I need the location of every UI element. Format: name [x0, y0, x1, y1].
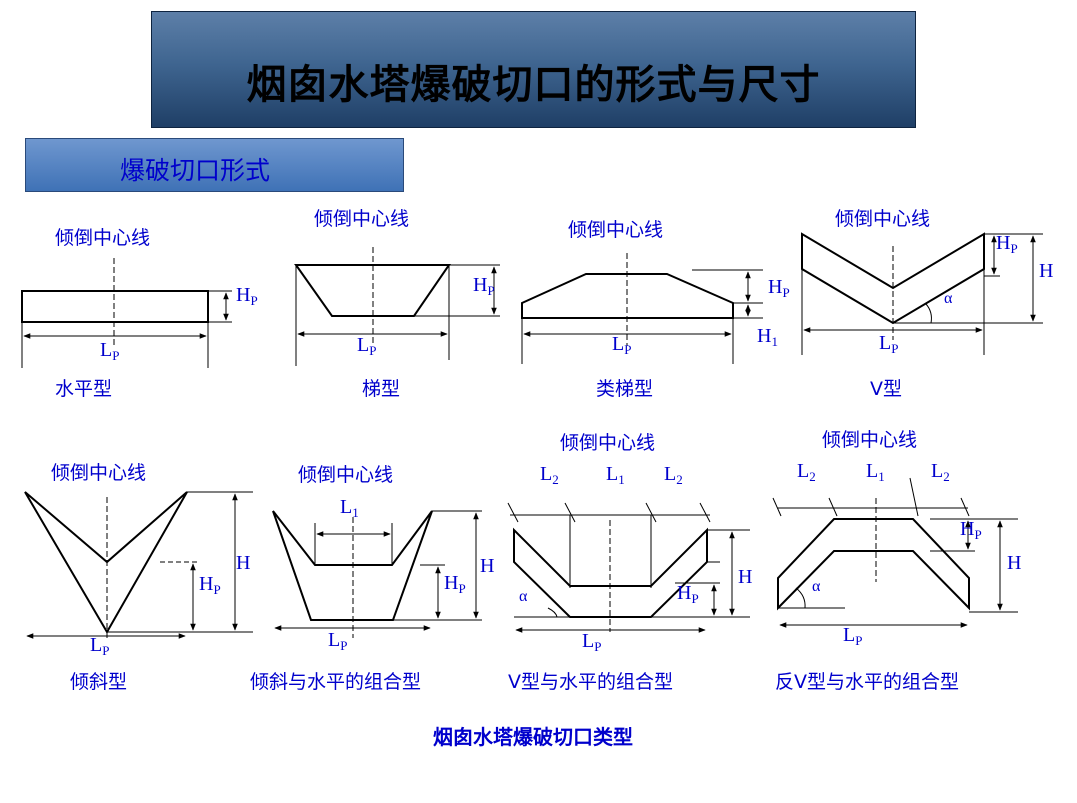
tick: [507, 502, 519, 523]
alpha-label: α: [944, 290, 953, 307]
center-line-label: 倾倒中心线: [55, 227, 150, 249]
diagram-v-horizontal: 倾倒中心线 L2 L1 L2 α HP H LP V型与水平的组合型: [507, 432, 752, 693]
diagram-caption: 反V型与水平的组合型: [775, 671, 959, 693]
alpha-arc: [547, 607, 558, 618]
diagram-caption: 类梯型: [596, 378, 653, 400]
center-line-label: 倾倒中心线: [298, 464, 393, 486]
cut-shape: [777, 518, 970, 611]
section-label: 爆破切口形式: [120, 156, 271, 185]
l2-label: L2: [540, 463, 559, 487]
l2-label: L2: [664, 463, 683, 487]
tick: [960, 497, 970, 517]
figure-caption: 烟囱水塔爆破切口类型: [433, 725, 633, 749]
h-label: H: [1039, 260, 1053, 282]
center-line-label: 倾倒中心线: [314, 208, 409, 230]
diagram-trapezoid: 倾倒中心线 HP LP 梯型: [294, 208, 500, 400]
h1-label: H1: [757, 325, 778, 349]
hp-label: HP: [444, 572, 466, 596]
page-title: 烟囱水塔爆破切口的形式与尺寸: [246, 62, 821, 108]
l1-label: L1: [866, 460, 885, 484]
lp-label: LP: [879, 332, 898, 356]
lp-label: LP: [582, 630, 601, 654]
alpha-arc: [795, 587, 806, 609]
l2-label: L2: [797, 460, 816, 484]
diagram-inverted-v-horizontal: 倾倒中心线 L2 L1 L2 α HP H LP 反V型与水平的组合型: [772, 429, 1021, 693]
diagram-horizontal: 倾倒中心线 HP LP 水平型: [21, 227, 258, 400]
center-line-label: 倾倒中心线: [51, 462, 146, 484]
hp-label: HP: [768, 276, 790, 300]
lp-label: LP: [843, 624, 862, 648]
diagram-caption: V型: [870, 378, 902, 400]
tick: [699, 502, 711, 523]
center-line-label: 倾倒中心线: [568, 219, 663, 241]
hp-label: HP: [996, 232, 1018, 256]
center-line-label: 倾倒中心线: [822, 429, 917, 451]
h-label: H: [480, 555, 494, 577]
center-line-label: 倾倒中心线: [835, 208, 930, 230]
hp-label: HP: [960, 518, 982, 542]
l1-label: L1: [606, 463, 625, 487]
tick: [564, 502, 576, 523]
hp-label: HP: [199, 573, 221, 597]
l1-label: L1: [340, 496, 359, 520]
h-label: H: [236, 552, 250, 574]
diagram-caption: V型与水平的组合型: [508, 671, 673, 693]
section-header: 爆破切口形式: [25, 138, 404, 192]
diagram-inclined-horizontal: 倾倒中心线 L1 HP H LP 倾斜与水平的组合型: [250, 464, 494, 693]
center-line-label: 倾倒中心线: [560, 432, 655, 454]
lp-label: LP: [90, 634, 109, 658]
tick: [909, 477, 919, 517]
diagram-caption: 倾斜型: [70, 671, 127, 693]
alpha-label: α: [519, 588, 528, 605]
tick: [828, 497, 838, 517]
lp-label: LP: [612, 333, 631, 357]
diagram-v-shape: 倾倒中心线 α HP H LP V型: [801, 208, 1053, 400]
h-label: H: [1007, 552, 1021, 574]
diagram-caption: 梯型: [362, 378, 400, 400]
diagram-quasi-trapezoid: 倾倒中心线 HP H1 LP 类梯型: [521, 219, 790, 400]
h-label: H: [738, 566, 752, 588]
l2-label: L2: [931, 460, 950, 484]
lp-label: LP: [100, 339, 119, 363]
diagram-caption: 水平型: [55, 378, 112, 400]
lp-label: LP: [328, 629, 347, 653]
cut-shape: [21, 290, 209, 323]
lp-label: LP: [357, 334, 376, 358]
diagram-caption: 倾斜与水平的组合型: [250, 671, 421, 693]
title-banner: 烟囱水塔爆破切口的形式与尺寸: [151, 11, 916, 128]
tick: [645, 502, 657, 523]
alpha-label: α: [812, 578, 821, 595]
tick: [772, 497, 782, 517]
hp-label: HP: [236, 284, 258, 308]
diagram-inclined: 倾倒中心线 HP H LP 倾斜型: [24, 462, 253, 693]
hp-label: HP: [473, 274, 495, 298]
alpha-arc: [925, 303, 932, 324]
cut-shape: [294, 264, 451, 317]
hp-label: HP: [677, 582, 699, 606]
